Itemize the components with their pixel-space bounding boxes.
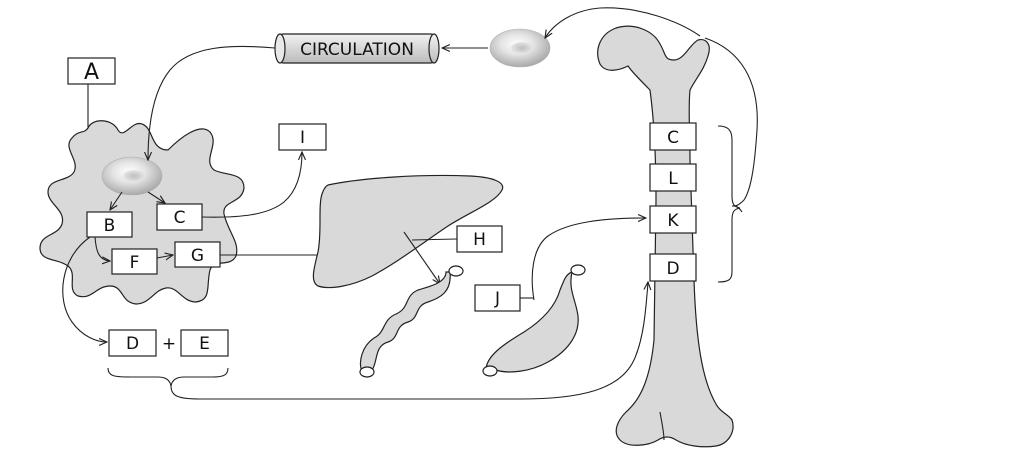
label-d-bottom: D bbox=[126, 334, 139, 354]
macrophage-cell bbox=[39, 120, 245, 305]
arrow-c-to-i bbox=[201, 152, 302, 218]
label-box-a bbox=[67, 57, 116, 85]
label-d-bone: D bbox=[666, 259, 679, 279]
arrow-d-e-to-bone-d bbox=[170, 282, 648, 400]
label-c-cell: C bbox=[174, 208, 186, 228]
liver bbox=[312, 174, 504, 289]
label-box-c-bone bbox=[649, 122, 697, 151]
label-h: H bbox=[473, 230, 486, 250]
label-b: B bbox=[104, 216, 116, 236]
circulation-vessel bbox=[274, 33, 440, 64]
condyle-line bbox=[659, 411, 665, 441]
label-k: K bbox=[667, 211, 679, 231]
arrow-bone-top-to-rbc bbox=[545, 7, 701, 38]
red-blood-cell-phagocytosed bbox=[101, 156, 163, 196]
arrow-b-to-d bbox=[62, 236, 107, 342]
label-a: A bbox=[84, 60, 99, 85]
label-c-bone: C bbox=[667, 128, 679, 148]
label-e: E bbox=[199, 334, 210, 354]
label-box-k bbox=[649, 205, 697, 234]
red-blood-cell-circulating bbox=[489, 28, 551, 68]
label-box-g bbox=[174, 241, 221, 268]
arrow-marrow-to-rbc bbox=[704, 37, 758, 213]
arrow-rbc-to-b bbox=[110, 191, 123, 210]
intestine bbox=[359, 271, 451, 373]
label-box-d-bone bbox=[649, 253, 697, 282]
arrow-circulation-to-macrophage bbox=[148, 45, 276, 160]
label-box-f bbox=[111, 248, 158, 275]
arrow-liver-to-intestine bbox=[403, 231, 440, 284]
label-circulation: CIRCULATION bbox=[300, 40, 414, 60]
label-j: J bbox=[494, 289, 500, 309]
arrow-stomach-to-k bbox=[531, 218, 646, 301]
label-box-b bbox=[86, 211, 133, 238]
label-box-i bbox=[278, 123, 327, 151]
label-box-h bbox=[456, 225, 503, 253]
label-i: I bbox=[300, 128, 305, 148]
label-plus: + bbox=[162, 334, 176, 354]
label-l: L bbox=[668, 169, 678, 189]
brace-bone-labels bbox=[717, 125, 741, 283]
brace-d-e bbox=[107, 367, 229, 387]
label-box-e bbox=[180, 329, 229, 357]
arrow-b-to-f bbox=[94, 236, 110, 261]
femur-bone bbox=[597, 25, 734, 448]
arrow-rbc-to-c bbox=[147, 191, 165, 203]
label-g: G bbox=[191, 246, 204, 266]
label-box-j bbox=[474, 284, 521, 312]
label-box-l bbox=[649, 163, 697, 192]
label-box-d-bottom bbox=[108, 329, 157, 357]
leader-h bbox=[411, 238, 458, 241]
label-f: F bbox=[130, 253, 140, 273]
arrow-f-to-g bbox=[156, 255, 173, 258]
